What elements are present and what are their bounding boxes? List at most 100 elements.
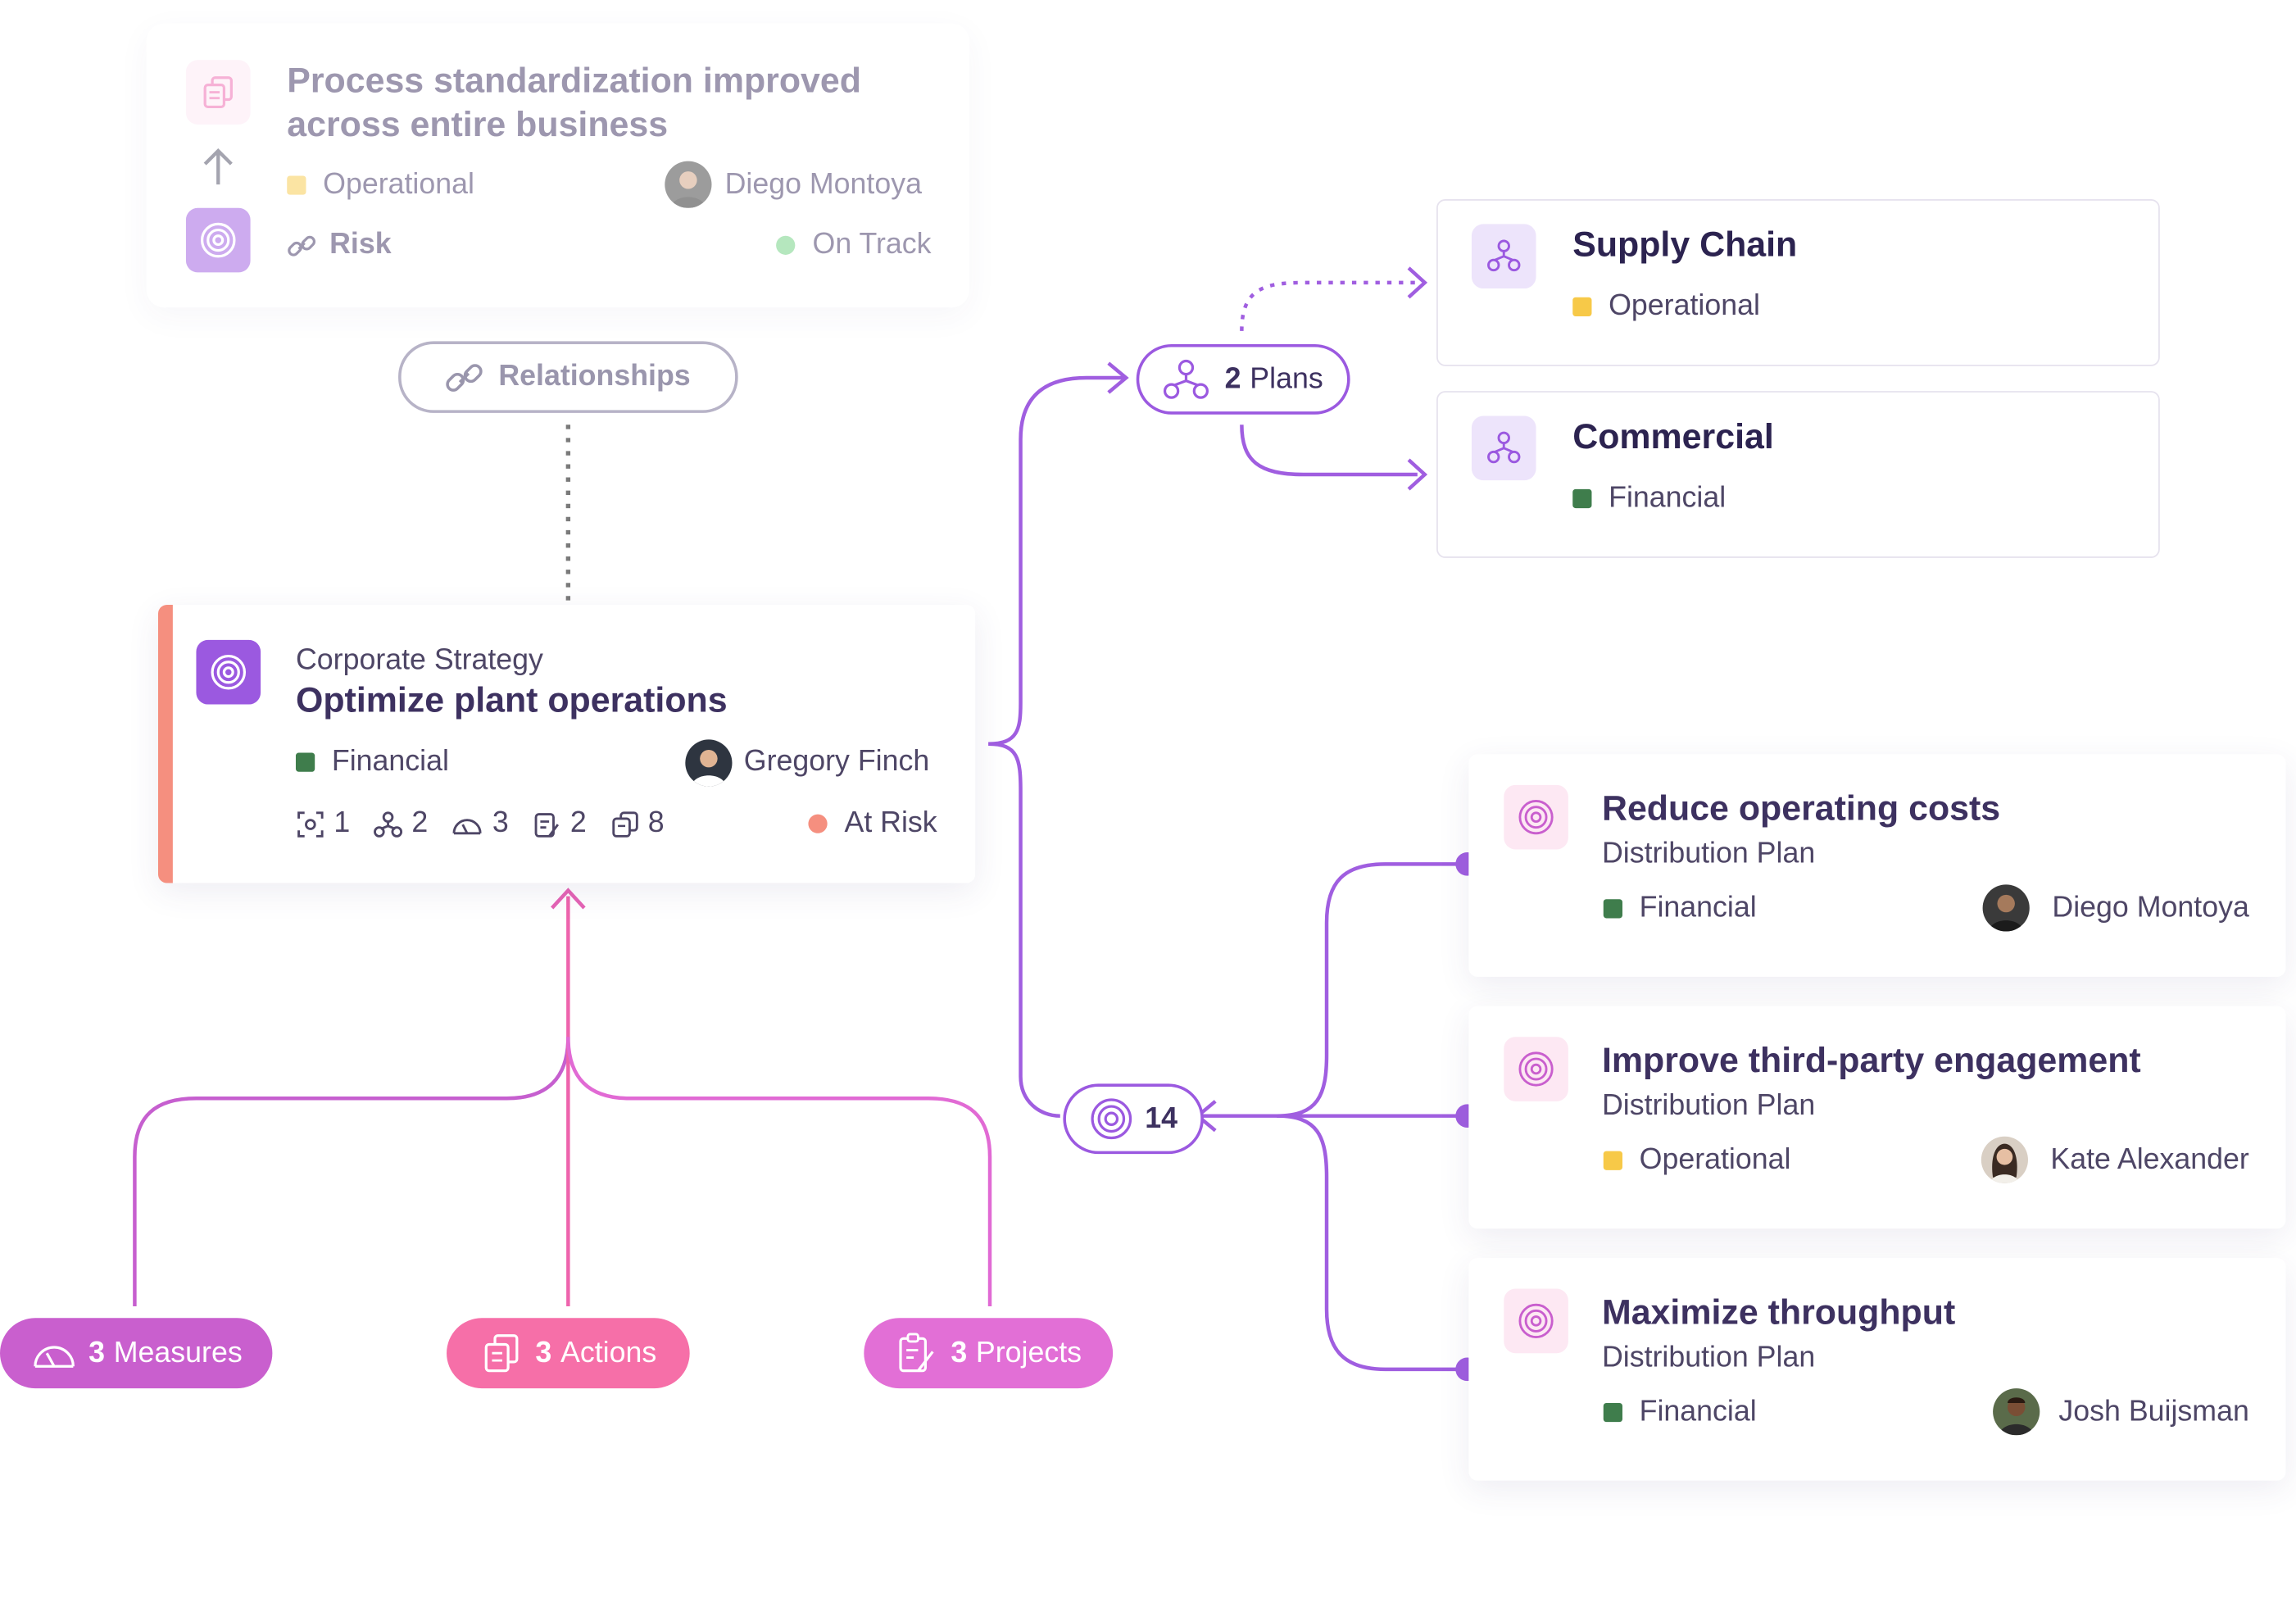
stat-actions: 8 <box>610 806 665 841</box>
main-goal-category: Financial <box>295 745 449 779</box>
status-label: At Risk <box>844 806 937 839</box>
focus-icon <box>297 810 324 837</box>
main-goal-icon-tile <box>196 639 261 705</box>
plans-icon <box>374 810 403 837</box>
category-label: Financial <box>1639 892 1757 924</box>
main-goal-stats: 1 2 3 2 8 <box>296 807 665 841</box>
parent-goal-title-line2: across entire business <box>287 105 669 145</box>
stat-value: 8 <box>647 806 665 839</box>
child-goal-icon-tile <box>1504 1037 1568 1101</box>
stat-plans: 2 <box>374 807 428 841</box>
avatar <box>1981 1136 2028 1183</box>
project-icon <box>899 1333 935 1373</box>
target-icon <box>1518 1051 1554 1087</box>
parent-goal-card[interactable]: Process standardization improved across … <box>146 23 969 308</box>
avatar <box>1993 1388 2040 1436</box>
goals-badge[interactable]: 14 <box>1063 1083 1204 1155</box>
main-goal-group: Corporate Strategy <box>295 644 543 677</box>
category-swatch <box>295 752 315 773</box>
actions-icon <box>203 76 233 109</box>
status-dot <box>776 236 796 256</box>
child-goal-category: Financial <box>1603 892 1757 925</box>
child-goal-title: Reduce operating costs <box>1601 789 2001 829</box>
category-label: Financial <box>1609 481 1727 515</box>
plan-category: Operational <box>1572 290 1760 324</box>
category-label: Operational <box>1609 289 1760 323</box>
plan-icon-tile <box>1471 224 1536 289</box>
gauge-icon <box>33 1346 75 1368</box>
parent-goal-category: Operational <box>287 169 474 202</box>
plan-card[interactable]: Supply Chain Operational <box>1436 199 2160 366</box>
goals-count: 14 <box>1145 1101 1177 1135</box>
child-goal-plan: Distribution Plan <box>1601 838 1816 870</box>
projects-count: 3 <box>951 1336 968 1369</box>
status-dot <box>808 814 828 834</box>
relationships-label: Relationships <box>498 360 691 393</box>
parent-goal-link-label[interactable]: Risk <box>329 228 392 261</box>
parent-goal-status: On Track <box>776 228 932 262</box>
category-swatch <box>1603 1151 1622 1171</box>
category-swatch <box>1572 489 1592 509</box>
actions-label: Actions <box>560 1336 657 1369</box>
plans-count: 2 <box>1224 362 1241 395</box>
category-label: Operational <box>1639 1143 1791 1176</box>
avatar <box>665 161 712 208</box>
measures-label: Measures <box>113 1336 243 1369</box>
parent-goal-owner: Diego Montoya <box>724 168 922 201</box>
main-goal-card[interactable]: Corporate Strategy Optimize plant operat… <box>157 605 976 883</box>
avatar <box>685 739 733 787</box>
target-icon <box>1518 1303 1554 1338</box>
relationships-button[interactable]: Relationships <box>398 341 738 413</box>
category-label: Financial <box>1639 1396 1757 1428</box>
category-swatch <box>1572 297 1592 317</box>
projects-label: Projects <box>975 1336 1082 1369</box>
child-goal-card[interactable]: Reduce operating costs Distribution Plan… <box>1468 754 2286 977</box>
plan-category: Financial <box>1572 482 1726 515</box>
stat-value: 1 <box>334 806 351 839</box>
parent-goal-title-line1: Process standardization improved <box>287 61 861 102</box>
category-swatch <box>1603 1403 1622 1423</box>
child-goal-plan: Distribution Plan <box>1601 1089 1816 1122</box>
child-goal-card[interactable]: Maximize throughput Distribution Plan Fi… <box>1468 1258 2286 1481</box>
child-goal-plan: Distribution Plan <box>1601 1341 1816 1374</box>
actions-icon <box>484 1334 518 1373</box>
projects-button[interactable]: 3 Projects <box>864 1318 1114 1389</box>
status-label: On Track <box>812 228 932 261</box>
plan-icon-tile <box>1471 415 1536 481</box>
child-goal-title: Maximize throughput <box>1601 1292 1956 1333</box>
child-goal-icon-tile <box>1504 1288 1568 1354</box>
arrow-up-icon <box>203 148 233 185</box>
stat-initiatives: 1 <box>296 807 350 841</box>
category-swatch <box>1603 899 1622 919</box>
child-goal-owner: Kate Alexander <box>2050 1143 2249 1176</box>
measures-button[interactable]: 3 Measures <box>0 1318 273 1389</box>
child-goal-icon-tile <box>1504 784 1568 850</box>
category-swatch <box>287 175 306 196</box>
avatar <box>1982 884 2030 932</box>
parent-goal-icon-tile <box>185 60 251 125</box>
actions-button[interactable]: 3 Actions <box>447 1318 690 1389</box>
target-icon <box>1518 800 1554 835</box>
actions-count: 3 <box>535 1336 552 1369</box>
stat-value: 2 <box>411 806 429 839</box>
child-goal-title: Improve third-party engagement <box>1601 1041 2141 1081</box>
plan-title: Commercial <box>1572 417 1774 457</box>
stat-value: 2 <box>569 806 587 839</box>
target-icon <box>200 222 236 258</box>
plans-icon <box>1487 239 1521 272</box>
measures-count: 3 <box>88 1336 106 1369</box>
main-goal-owner: Gregory Finch <box>743 745 930 778</box>
stat-projects: 2 <box>532 806 587 841</box>
child-goal-owner: Josh Buijsman <box>2058 1396 2249 1428</box>
plan-card[interactable]: Commercial Financial <box>1436 391 2160 558</box>
category-label: Operational <box>323 168 474 201</box>
target-icon <box>211 654 247 690</box>
main-goal-title: Optimize plant operations <box>295 680 728 721</box>
project-icon <box>535 812 560 837</box>
child-goal-card[interactable]: Improve third-party engagement Distribut… <box>1468 1006 2286 1229</box>
plans-icon <box>1487 431 1521 464</box>
category-label: Financial <box>331 745 449 778</box>
plans-icon <box>1164 359 1209 399</box>
gauge-icon <box>452 818 483 834</box>
plans-badge[interactable]: 2 Plans <box>1136 343 1350 415</box>
